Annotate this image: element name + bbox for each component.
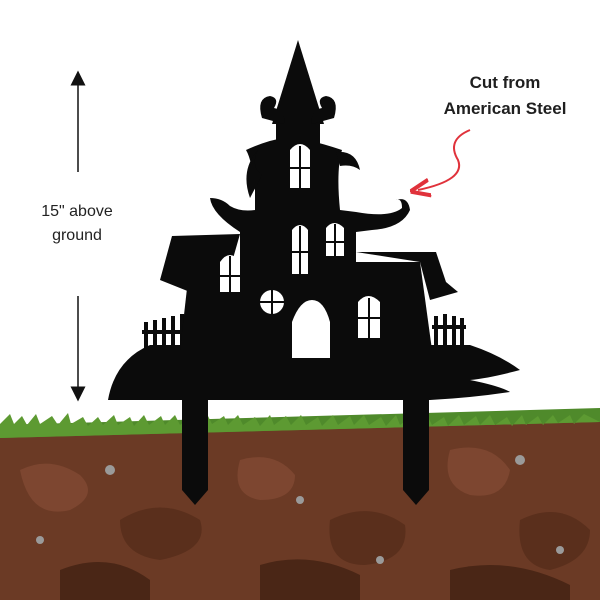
haunted-house-icon bbox=[108, 40, 520, 505]
window-muntins bbox=[220, 146, 380, 338]
material-annotation-line2: American Steel bbox=[443, 99, 567, 118]
grass bbox=[0, 408, 600, 438]
height-annotation: 15" above ground bbox=[22, 200, 132, 248]
height-annotation-line2: ground bbox=[52, 227, 102, 244]
soil bbox=[0, 410, 600, 600]
material-annotation-line1: Cut from bbox=[469, 73, 541, 92]
height-annotation-line1: 15" above bbox=[41, 203, 113, 220]
curved-arrow-icon bbox=[418, 129, 471, 190]
material-annotation: Cut from American Steel bbox=[420, 70, 590, 122]
